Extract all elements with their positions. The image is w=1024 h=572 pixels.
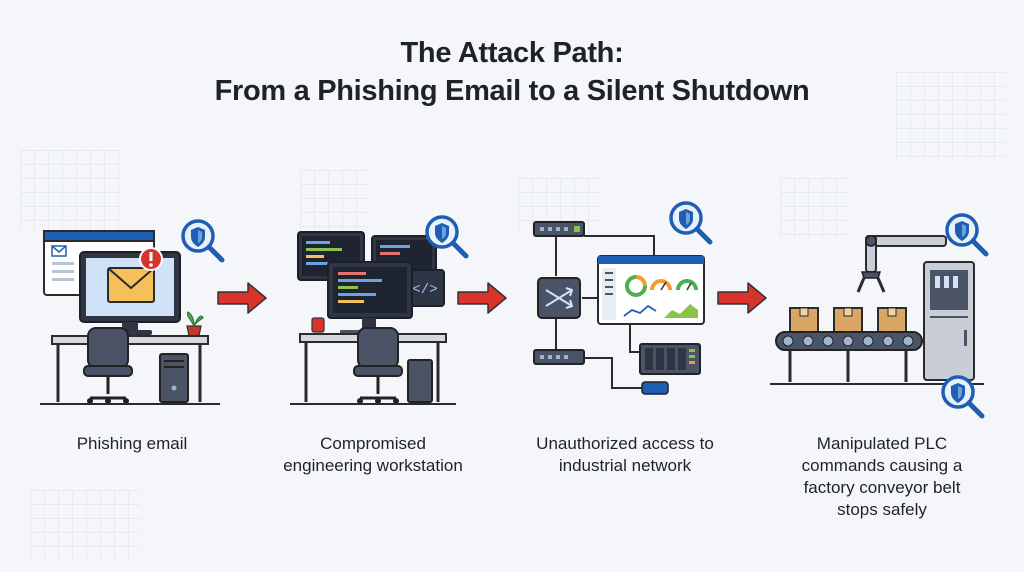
usb-device: [641, 381, 669, 395]
cardboard-box: [833, 307, 863, 333]
office-chair: [82, 326, 134, 406]
shield-magnifier-icon: [947, 215, 986, 254]
right-arrow-icon: [717, 282, 767, 314]
step-phishing-email: [40, 221, 222, 406]
background-grid: [300, 170, 370, 230]
background-grid: [30, 490, 140, 560]
step-caption-plc-conveyor: Manipulated PLC commands causing a facto…: [784, 433, 980, 521]
alert-icon: [139, 247, 163, 271]
caption-line: engineering workstation: [283, 456, 463, 475]
step-caption-phishing-email: Phishing email: [52, 433, 212, 455]
robotic-arm: [856, 235, 947, 293]
envelope-icon: [107, 267, 155, 303]
mug: [311, 317, 325, 333]
step-caption-industrial-network: Unauthorized access to industrial networ…: [520, 433, 730, 477]
plant-icon: [186, 311, 204, 337]
title-line-2: From a Phishing Email to a Silent Shutdo…: [214, 75, 810, 107]
step-compromised-workstation: </>: [290, 217, 466, 406]
office-chair: [352, 326, 404, 406]
cardboard-box: [877, 307, 907, 333]
shield-magnifier-icon: [671, 203, 710, 242]
line-chart: [623, 304, 657, 317]
gauge: [650, 279, 672, 291]
cardboard-box: [789, 307, 819, 333]
step-caption-compromised-workstation: Compromised engineering workstation: [268, 433, 478, 477]
caption-line: factory conveyor belt: [803, 478, 961, 497]
step-plc-conveyor: [770, 215, 986, 416]
caption-line: stops safely: [837, 500, 927, 519]
caption-line: Phishing email: [76, 434, 188, 453]
gauge: [676, 279, 698, 291]
page-title: The Attack Path: From a Phishing Email t…: [0, 34, 1024, 110]
pc-tower: [407, 359, 433, 403]
right-arrow-icon: [217, 282, 267, 314]
caption-line: Manipulated PLC: [816, 434, 948, 453]
right-arrow-icon: [457, 282, 507, 314]
background-grid: [896, 72, 1006, 162]
step-industrial-network: [533, 203, 710, 395]
shield-magnifier-icon: [183, 221, 222, 260]
background-grid: [780, 178, 850, 238]
shield-magnifier-icon: [943, 377, 982, 416]
title-line-1: The Attack Path:: [400, 37, 624, 69]
background-grid: [20, 150, 120, 230]
area-chart: [664, 304, 698, 318]
caption-line: industrial network: [558, 456, 692, 475]
svg-text:</>: </>: [412, 282, 437, 298]
gauge: [625, 275, 647, 297]
caption-line: Compromised: [320, 434, 426, 453]
caption-line: Unauthorized access to: [536, 434, 714, 453]
desk: [51, 335, 209, 345]
caption-line: commands causing a: [801, 456, 963, 475]
